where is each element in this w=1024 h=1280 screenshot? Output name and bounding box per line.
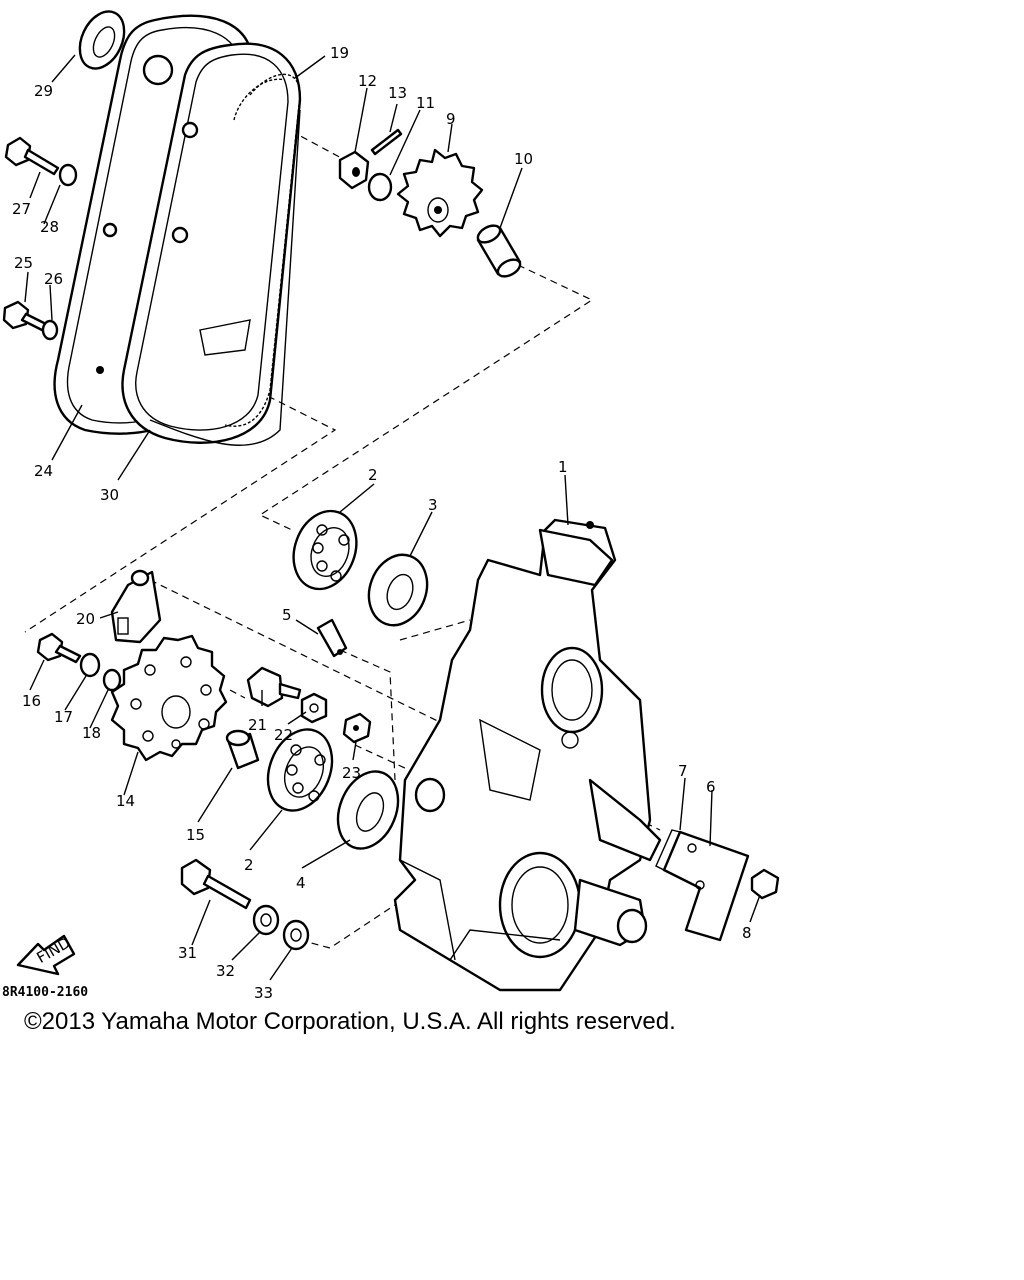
bearing-4	[336, 770, 400, 850]
callout-15: 15	[186, 826, 205, 844]
upper-sprocket-9	[396, 148, 484, 238]
callout-24: 24	[34, 462, 53, 480]
callout-19: 19	[330, 44, 349, 62]
bearing-3	[367, 553, 429, 627]
washer-11	[367, 172, 393, 202]
callout-14: 14	[116, 792, 135, 810]
collar-15	[225, 729, 260, 770]
bolt-16	[36, 632, 82, 664]
washer-32	[252, 904, 280, 936]
bearing-2-upper	[292, 509, 358, 591]
bracket-6	[662, 830, 750, 942]
chain-case-housing	[121, 42, 302, 446]
exploded-parts-diagram: FIND 1 2 2 3 4 5 6 7 8 9 10 11 12 13 14 …	[2, 10, 780, 1002]
bolt-31	[180, 858, 252, 910]
copyright-notice: ©2013 Yamaha Motor Corporation, U.S.A. A…	[24, 1008, 676, 1035]
callout-1: 1	[558, 458, 568, 476]
callout-7: 7	[678, 762, 688, 780]
callout-16: 16	[22, 692, 41, 710]
callout-18: 18	[82, 724, 101, 742]
callout-33: 33	[254, 984, 273, 1002]
washer-26	[41, 319, 59, 341]
bearing-2-lower	[266, 728, 334, 812]
lower-sprocket-14	[110, 634, 228, 762]
callout-29: 29	[34, 82, 53, 100]
callout-25: 25	[14, 254, 33, 272]
callout-9: 9	[446, 110, 456, 128]
drawing-code: 8R4100-2160	[2, 985, 88, 1000]
callout-5: 5	[282, 606, 292, 624]
callout-32: 32	[216, 962, 235, 980]
bolt-8	[750, 868, 780, 900]
nut-22	[300, 692, 328, 724]
gasket-7	[655, 829, 681, 871]
find-arrow-icon: FIND	[16, 933, 76, 976]
callout-12: 12	[358, 72, 377, 90]
leader-lines	[24, 54, 761, 981]
washer-18	[102, 668, 122, 692]
callout-6: 6	[706, 778, 716, 796]
nut-12	[338, 150, 370, 190]
washer-23	[342, 712, 372, 744]
callout-10: 10	[514, 150, 533, 168]
cotter-pin-13	[370, 128, 403, 156]
callout-11: 11	[416, 94, 435, 112]
collar-10	[476, 224, 522, 278]
callout-4: 4	[296, 874, 306, 892]
callout-2-upper: 2	[368, 466, 378, 484]
callout-27: 27	[12, 200, 31, 218]
chaincase-main-housing	[393, 518, 662, 992]
bolt-27	[4, 136, 60, 176]
callout-21: 21	[248, 716, 267, 734]
callout-31: 31	[178, 944, 197, 962]
drive-chain	[224, 73, 301, 427]
callout-20: 20	[76, 610, 95, 628]
callout-22: 22	[274, 726, 293, 744]
adapter-5	[316, 618, 348, 658]
callout-13: 13	[388, 84, 407, 102]
callout-28: 28	[40, 218, 59, 236]
callout-17: 17	[54, 708, 73, 726]
callout-3: 3	[428, 496, 438, 514]
sensor-20	[110, 569, 162, 644]
callout-23: 23	[342, 764, 361, 782]
washer-17	[79, 652, 101, 678]
part-callouts: 1 2 2 3 4 5 6 7 8 9 10 11 12 13 14 15 16…	[12, 44, 752, 1002]
washer-28	[58, 163, 78, 187]
callout-2-lower: 2	[244, 856, 254, 874]
washer-33	[282, 919, 310, 951]
oil-seal	[78, 10, 126, 70]
bolt-21	[246, 666, 302, 708]
callout-26: 26	[44, 270, 63, 288]
callout-30: 30	[100, 486, 119, 504]
callout-8: 8	[742, 924, 752, 942]
